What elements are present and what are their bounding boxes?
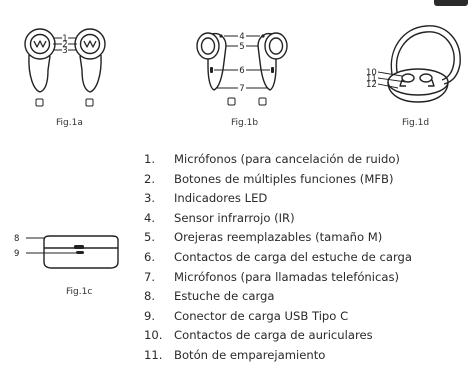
list-item: 5.Orejeras reemplazables (tamaño M) [144,230,383,245]
fig1d-caption: Fig.1d [402,118,430,128]
fig1d-callout-10: 10 [366,68,377,78]
list-item: 6.Contactos de carga del estuche de carg… [144,249,412,264]
list-item: 10.Contactos de carga de auriculares [144,328,373,343]
list-item: 1.Micrófonos (para cancelación de ruido) [144,152,400,166]
fig1c-closed-case-illustration: 8 9 [14,234,119,269]
fig1c-callout-9: 9 [14,249,19,259]
fig1c-callout-8: 8 [14,234,19,244]
fig1b-callout-4: 4 [239,32,244,42]
fig1a-callout-3: 3 [62,46,67,56]
parts-list: 1.Micrófonos (para cancelación de ruido)… [144,150,472,366]
list-item: 7.Micrófonos (para llamadas telefónicas) [144,269,400,284]
fig1b-callout-5: 5 [239,42,244,52]
list-item: 8.Estuche de carga [144,289,275,304]
fig1b-earbuds-back-illustration: 4 5 6 7 [196,30,288,106]
fig1d-callout-12: 12 [366,80,377,90]
header-fragment [14,0,18,5]
fig1a-callout-1: 1 [62,34,67,44]
fig1a-callout-2: 2 [62,40,67,50]
page-tab-marker [434,0,468,6]
fig1b-callout-6: 6 [239,66,244,76]
fig1b-callout-7: 7 [239,84,244,94]
fig1d-callout-11: 11 [366,74,377,84]
fig1d-open-case-illustration: 10 11 12 [366,25,461,103]
list-item: 9.Conector de carga USB Tipo C [144,308,349,323]
list-item: 4.Sensor infrarrojo (IR) [144,210,295,225]
list-item: 2.Botones de múltiples funciones (MFB) [144,171,394,186]
list-item: 3.Indicadores LED [144,191,268,206]
fig1b-caption: Fig.1b [231,118,259,128]
fig1a-earbuds-front-illustration: 1 2 3 [24,28,106,107]
fig1c-caption: Fig.1c [66,287,93,297]
fig1a-caption: Fig.1a [56,118,83,128]
list-item: 11.Botón de emparejamiento [144,347,326,362]
